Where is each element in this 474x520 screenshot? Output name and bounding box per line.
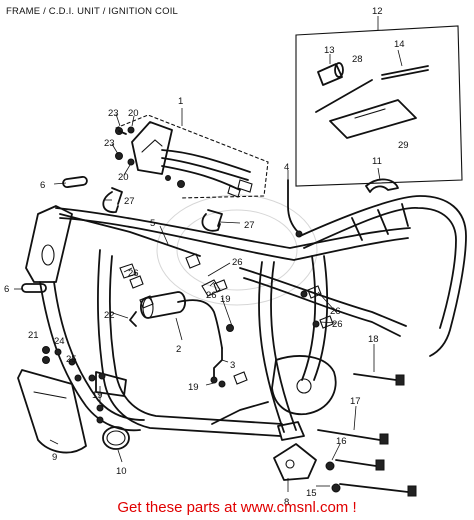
leader-lines bbox=[14, 16, 403, 492]
diagram-title: FRAME / C.D.I. UNIT / IGNITION COIL bbox=[6, 6, 179, 17]
wire-clamp-left bbox=[102, 187, 123, 213]
callout-27-left: 27 bbox=[124, 196, 135, 207]
rubber-grommet-lower bbox=[21, 283, 47, 293]
callout-13: 13 bbox=[324, 45, 335, 56]
tool-band bbox=[381, 65, 429, 80]
small-fasteners bbox=[201, 279, 320, 388]
callout-23-lower: 23 bbox=[104, 138, 115, 149]
callout-16: 16 bbox=[336, 436, 347, 447]
callout-19-lower: 19 bbox=[92, 390, 103, 401]
callout-29: 29 bbox=[398, 140, 409, 151]
ignition-coil bbox=[129, 291, 223, 349]
bracket-clip bbox=[365, 178, 399, 193]
parts-shop-link[interactable]: Get these parts at www.cmsnl.com ! bbox=[117, 499, 357, 516]
long-bolt-15 bbox=[331, 483, 417, 497]
cdi-bolts bbox=[115, 126, 185, 188]
tool-bag bbox=[317, 62, 344, 86]
callout-4: 4 bbox=[284, 162, 289, 173]
callout-26-top: 26 bbox=[232, 257, 243, 268]
callout-26-left: 26 bbox=[128, 268, 139, 279]
callout-9: 9 bbox=[52, 452, 57, 463]
coil-lead-wire bbox=[210, 347, 223, 384]
callout-3: 3 bbox=[230, 360, 235, 371]
callout-19-coil: 19 bbox=[188, 382, 199, 393]
callout-15: 15 bbox=[306, 488, 317, 499]
bolt-stack bbox=[42, 346, 106, 424]
motorcycle-frame bbox=[25, 195, 467, 441]
callout-14: 14 bbox=[394, 39, 405, 50]
callout-26-right-lower: 26 bbox=[332, 319, 343, 330]
callout-26-center: 26 bbox=[206, 290, 217, 301]
tool-kit-box bbox=[295, 25, 463, 187]
mounting-bracket bbox=[95, 371, 127, 397]
long-bolt-17 bbox=[317, 429, 389, 445]
rubber-grommet-upper bbox=[62, 175, 88, 189]
watermark-logo bbox=[156, 194, 318, 306]
callout-19-center: 19 bbox=[220, 294, 231, 305]
callout-6-lower: 6 bbox=[4, 284, 9, 295]
callout-17: 17 bbox=[350, 396, 361, 407]
callout-labels: 1 2 3 4 5 6 6 8 9 10 11 12 13 14 15 16 1… bbox=[4, 6, 409, 508]
callout-20-lower: 20 bbox=[118, 172, 129, 183]
long-bolt-18 bbox=[353, 373, 405, 386]
callout-18: 18 bbox=[368, 334, 379, 345]
long-bolt-16 bbox=[325, 459, 385, 471]
callout-25: 25 bbox=[66, 354, 77, 365]
callout-20-upper: 20 bbox=[128, 108, 139, 119]
callout-26-right-upper: 26 bbox=[330, 306, 341, 317]
callout-24: 24 bbox=[54, 336, 65, 347]
callout-2: 2 bbox=[176, 344, 181, 355]
callout-12: 12 bbox=[372, 6, 383, 17]
engine-mount-plate bbox=[273, 443, 317, 481]
callout-28: 28 bbox=[352, 54, 363, 65]
callout-23-upper: 23 bbox=[108, 108, 119, 119]
owners-manual bbox=[329, 99, 417, 139]
callout-27-right: 27 bbox=[244, 220, 255, 231]
callout-1: 1 bbox=[178, 96, 183, 107]
callout-6-upper: 6 bbox=[40, 180, 45, 191]
tool-strap bbox=[315, 79, 373, 113]
callout-21: 21 bbox=[28, 330, 39, 341]
callout-8: 8 bbox=[284, 497, 289, 508]
callout-5: 5 bbox=[150, 218, 155, 229]
chain-guard-plate bbox=[17, 369, 87, 454]
spark-plug-wire bbox=[287, 179, 303, 238]
callout-11: 11 bbox=[372, 156, 382, 167]
cdi-unit bbox=[131, 121, 253, 198]
o-ring bbox=[102, 426, 130, 450]
wire-clamp-right bbox=[201, 209, 223, 232]
callout-10: 10 bbox=[116, 466, 127, 477]
callout-22: 22 bbox=[104, 310, 115, 321]
